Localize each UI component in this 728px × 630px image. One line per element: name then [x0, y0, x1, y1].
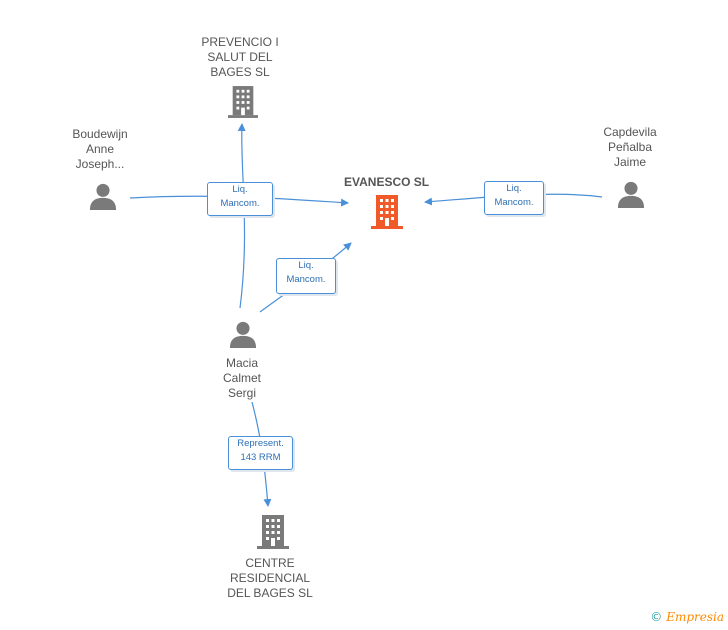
edge-macia-prevencio — [237, 123, 246, 309]
edge-label-line: Liq. — [298, 260, 314, 271]
macia-person-icon[interactable] — [229, 321, 257, 348]
evanesco-label[interactable]: EVANESCO SL — [344, 175, 429, 189]
prevencio-label-line: SALUT DEL — [207, 50, 273, 64]
edge-label-line: Mancom. — [494, 197, 534, 208]
capdevila-label[interactable]: Capdevila Peñalba Jaime — [580, 125, 680, 170]
centre-building-icon[interactable] — [257, 515, 289, 549]
evanesco-name: EVANESCO SL — [344, 175, 430, 189]
edge-label-macia-centre[interactable]: Represent. 143 RRM — [228, 436, 293, 470]
macia-label[interactable]: Macia Calmet Sergi — [192, 356, 292, 401]
edge-label-line: Liq. — [232, 184, 248, 195]
macia-label-line: Sergi — [227, 386, 256, 400]
edge-label-line: Liq. — [506, 183, 522, 194]
macia-label-line: Macia — [225, 356, 258, 370]
prevencio-label-line: BAGES SL — [210, 65, 270, 79]
edge-label-line: Mancom. — [220, 198, 260, 209]
boudewijn-label[interactable]: Boudewijn Anne Joseph... — [50, 127, 150, 172]
empresia-brand[interactable]: ©Empresia — [650, 610, 724, 624]
prevencio-building-icon[interactable] — [228, 86, 258, 118]
boudewijn-label-line: Boudewijn — [72, 127, 128, 141]
edge-label-line: Mancom. — [286, 274, 326, 285]
boudewijn-person-icon[interactable] — [89, 183, 117, 210]
macia-label-line: Calmet — [222, 371, 261, 385]
edge-label-capdevila-evanesco[interactable]: Liq. Mancom. — [484, 181, 544, 215]
centre-label[interactable]: CENTRE RESIDENCIAL DEL BAGES SL — [215, 556, 325, 601]
capdevila-person-icon[interactable] — [617, 181, 645, 208]
boudewijn-label-line: Joseph... — [75, 157, 125, 171]
edge-label-macia-evanesco[interactable]: Liq. Mancom. — [276, 258, 336, 294]
prevencio-label[interactable]: PREVENCIO I SALUT DEL BAGES SL — [190, 35, 290, 80]
brand-name: Empresia — [666, 610, 724, 624]
edge-label-line: 143 RRM — [240, 452, 281, 463]
capdevila-label-line: Jaime — [613, 155, 646, 169]
evanesco-building-icon[interactable] — [371, 195, 403, 229]
centre-label-line: RESIDENCIAL — [229, 571, 311, 585]
edge-label-boudewijn-evanesco[interactable]: Liq. Mancom. — [207, 182, 273, 216]
prevencio-label-line: PREVENCIO I — [201, 35, 279, 49]
edge-label-line: Represent. — [237, 438, 284, 449]
copyright-icon: © — [650, 610, 663, 624]
boudewijn-label-line: Anne — [85, 142, 115, 156]
centre-label-line: CENTRE — [245, 556, 295, 570]
centre-label-line: DEL BAGES SL — [227, 586, 313, 600]
capdevila-label-line: Peñalba — [607, 140, 653, 154]
capdevila-label-line: Capdevila — [603, 125, 657, 139]
